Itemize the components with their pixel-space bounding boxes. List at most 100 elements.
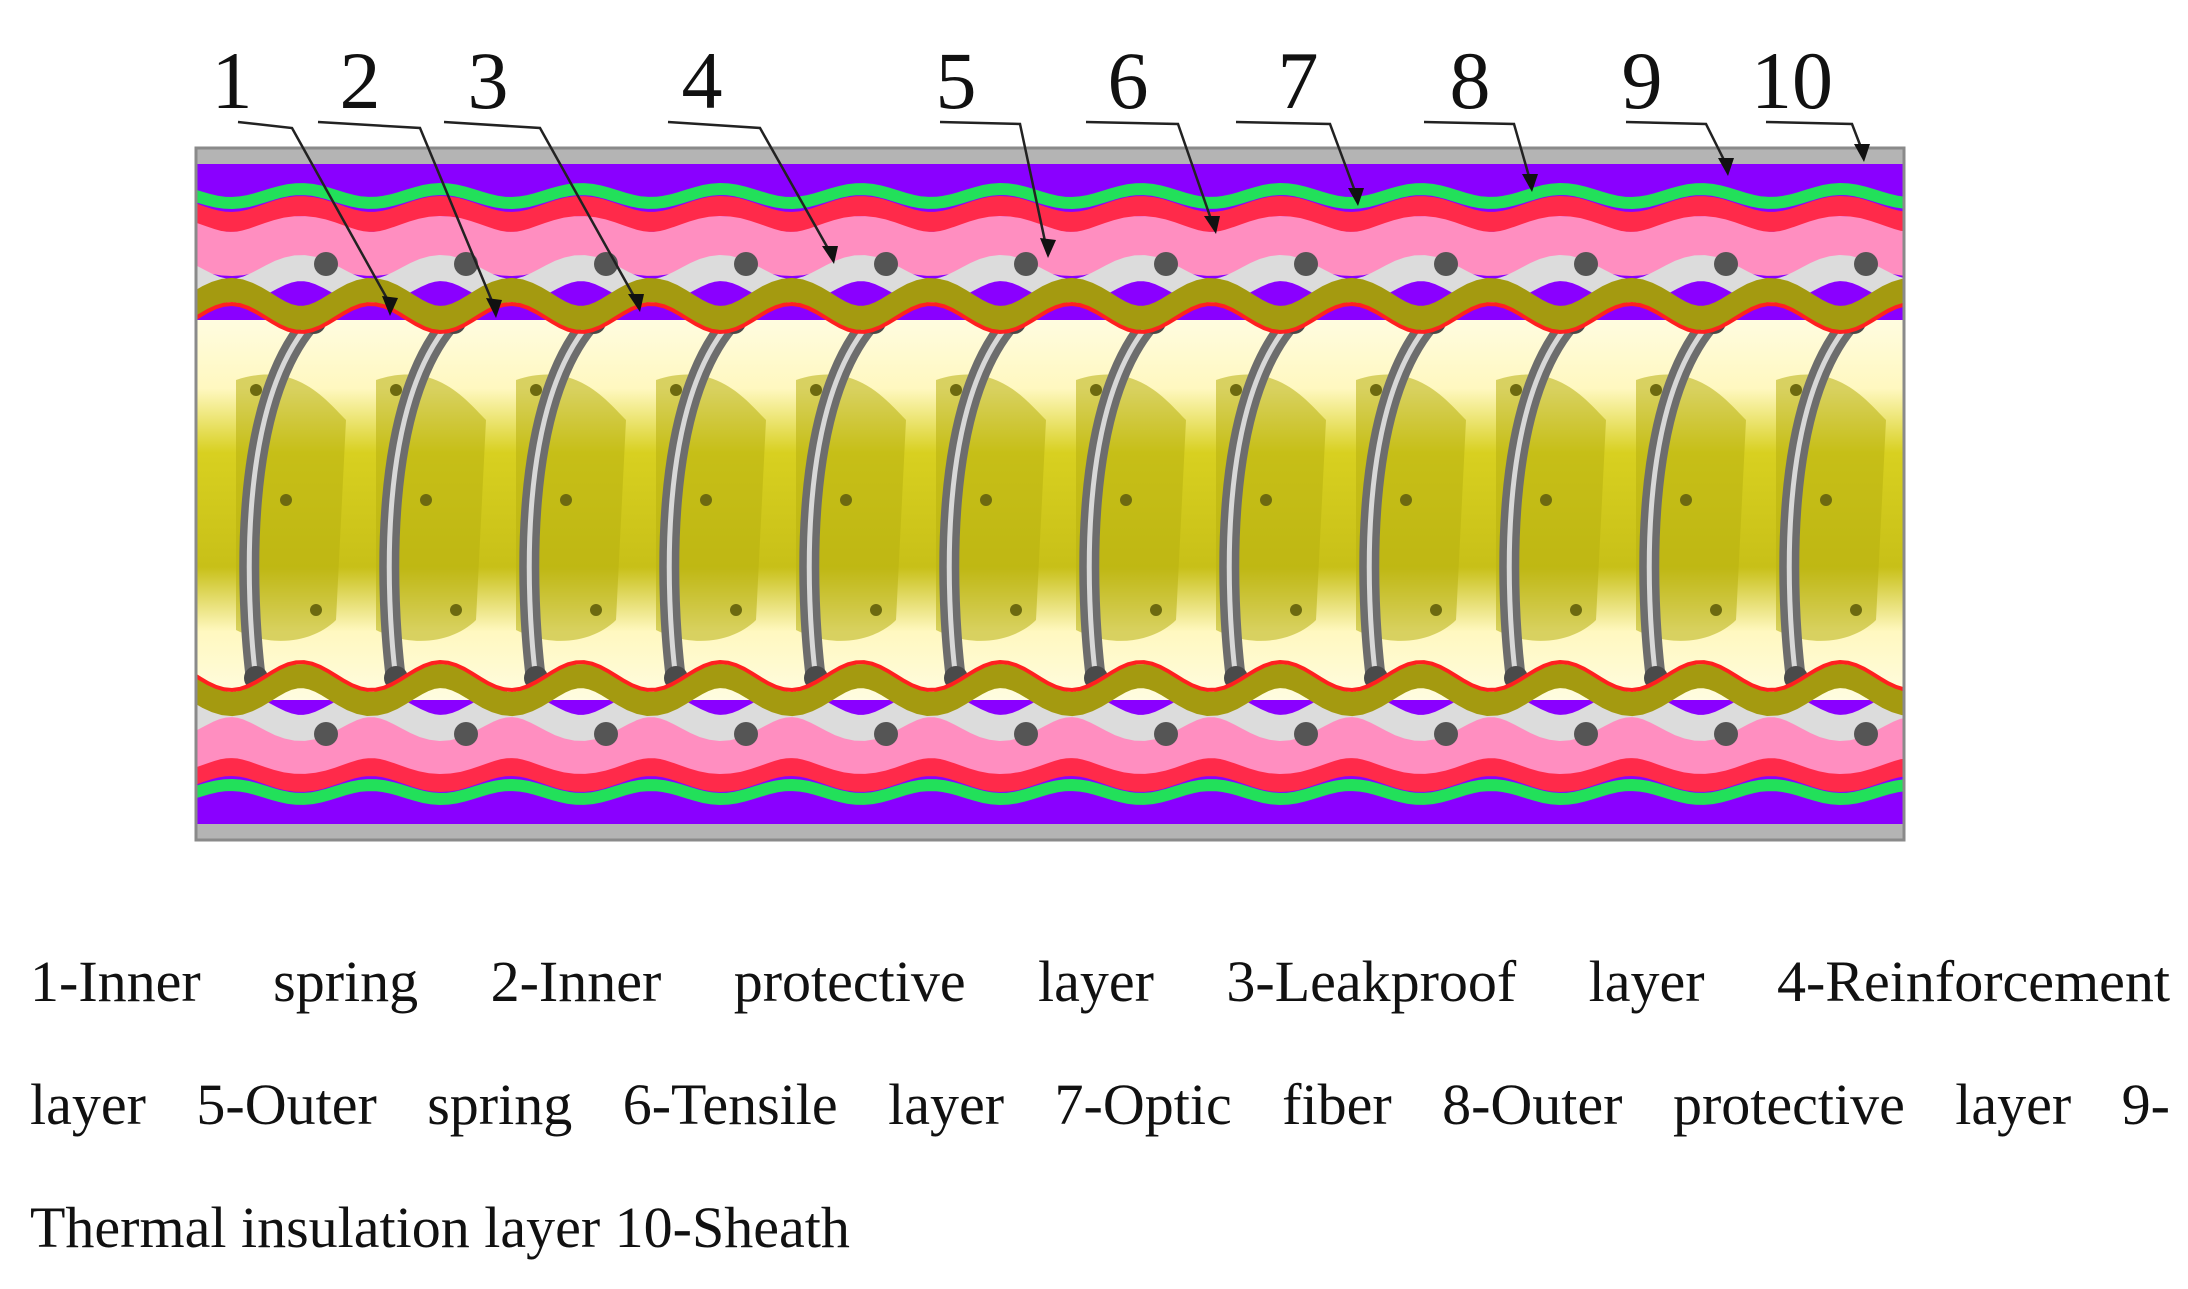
outer-spring-wire-bottom bbox=[734, 722, 758, 746]
core-dot bbox=[530, 384, 542, 396]
leader-line-9 bbox=[1625, 120, 1728, 165]
inner-spring-highlight bbox=[1646, 315, 1717, 683]
hose-cross-section-diagram: 1 2 3 4 5 6 7 bbox=[194, 35, 1994, 842]
leader-arrow-4 bbox=[822, 246, 838, 264]
callout-number-1: 1 bbox=[212, 35, 253, 126]
outer-spring-wire-bottom bbox=[1714, 722, 1738, 746]
leader-arrow-5 bbox=[1040, 238, 1056, 258]
inner-spring-highlight bbox=[526, 315, 597, 683]
core-dot bbox=[980, 494, 992, 506]
core-dot bbox=[1230, 384, 1242, 396]
core-dot bbox=[1790, 384, 1802, 396]
core-dot bbox=[590, 604, 602, 616]
core-dot bbox=[700, 494, 712, 506]
outer-spring-wire-top bbox=[594, 252, 618, 276]
outer-spring-wire-top bbox=[1854, 252, 1878, 276]
core-dot bbox=[950, 384, 962, 396]
core-dot bbox=[1290, 604, 1302, 616]
leader-line-8 bbox=[1423, 120, 1532, 181]
core-dot bbox=[870, 604, 882, 616]
leader-line-3 bbox=[443, 120, 638, 301]
callout-3: 3 bbox=[443, 35, 644, 312]
outer-protective-layer-bottom bbox=[196, 778, 1904, 806]
inner-spring-highlight bbox=[1086, 315, 1157, 683]
inner-spring-highlight bbox=[1366, 315, 1437, 683]
inner-spring-highlight bbox=[666, 315, 737, 683]
core-dot bbox=[1570, 604, 1582, 616]
leakproof-layer-bottom bbox=[196, 663, 1904, 717]
callout-number-10: 10 bbox=[1751, 35, 1833, 126]
callout-2: 2 bbox=[317, 35, 502, 318]
outer-spring-wire-top bbox=[454, 252, 478, 276]
callout-number-8: 8 bbox=[1450, 35, 1491, 126]
outer-spring-wire-bottom bbox=[1014, 722, 1038, 746]
core-dot bbox=[1680, 494, 1692, 506]
inner-spring-highlight bbox=[246, 315, 317, 683]
outer-protective-layer-top bbox=[196, 182, 1904, 210]
core-dot bbox=[810, 384, 822, 396]
core-dot bbox=[1650, 384, 1662, 396]
optic-fiber-layer-bottom bbox=[196, 755, 1904, 793]
leakproof-layer-top bbox=[196, 277, 1904, 331]
callout-7: 7 bbox=[1235, 35, 1364, 206]
core-dot bbox=[1370, 384, 1382, 396]
leader-line-10 bbox=[1765, 120, 1864, 151]
core-dot bbox=[730, 604, 742, 616]
optic-fiber-layer-top bbox=[196, 195, 1904, 233]
core-dot bbox=[1260, 494, 1272, 506]
core-dot bbox=[1010, 604, 1022, 616]
core-dot bbox=[1120, 494, 1132, 506]
outer-spring-wire-top bbox=[734, 252, 758, 276]
core-dot bbox=[390, 384, 402, 396]
leader-arrow-7 bbox=[1348, 188, 1364, 206]
core-dot bbox=[1400, 494, 1412, 506]
outer-spring-wire-bottom bbox=[874, 722, 898, 746]
callout-number-4: 4 bbox=[682, 35, 723, 126]
inner-spring-end-bottom bbox=[1924, 666, 1948, 690]
leader-arrow-1 bbox=[382, 296, 398, 316]
sheath-bottom bbox=[196, 824, 1904, 840]
callout-1: 1 bbox=[212, 35, 398, 316]
outer-spring-wire-top bbox=[1714, 252, 1738, 276]
core-dot bbox=[420, 494, 432, 506]
outer-spring-wire-bottom bbox=[314, 722, 338, 746]
core-dot bbox=[1850, 604, 1862, 616]
inner-layer-bands bbox=[196, 277, 1904, 717]
leader-line-7 bbox=[1235, 120, 1358, 195]
leader-line-5 bbox=[939, 120, 1048, 247]
callout-group: 1 2 3 4 5 6 7 bbox=[212, 35, 1870, 318]
sheath-top bbox=[196, 148, 1904, 164]
leader-arrow-8 bbox=[1522, 174, 1538, 192]
inner-spring-coil bbox=[1929, 318, 1994, 680]
leader-arrow-3 bbox=[628, 294, 644, 312]
outer-spring-wire-top bbox=[314, 252, 338, 276]
caption-line-2: layer 5-Outer spring 6-Tensile layer 7-O… bbox=[30, 1072, 2170, 1137]
caption-line-3: Thermal insulation layer 10-Sheath bbox=[30, 1195, 850, 1260]
inner-spring-highlight bbox=[946, 315, 1017, 683]
leader-line-4 bbox=[667, 120, 832, 253]
inner-spring-highlight bbox=[1226, 315, 1297, 683]
outer-spring-wire-bottom bbox=[1574, 722, 1598, 746]
callout-number-7: 7 bbox=[1278, 35, 1319, 126]
callout-number-9: 9 bbox=[1622, 35, 1663, 126]
outer-spring-wire-top bbox=[1294, 252, 1318, 276]
callout-number-2: 2 bbox=[340, 35, 381, 126]
core-dot bbox=[280, 494, 292, 506]
core-dot bbox=[250, 384, 262, 396]
leader-line-2 bbox=[317, 120, 496, 307]
leader-line-6 bbox=[1085, 120, 1214, 223]
core-dot bbox=[310, 604, 322, 616]
core-dot bbox=[1090, 384, 1102, 396]
figure-caption: 1-Inner spring 2-Inner protective layer … bbox=[30, 920, 2170, 1289]
core-dot bbox=[840, 494, 852, 506]
outer-spring-wire-bottom bbox=[1154, 722, 1178, 746]
callout-number-6: 6 bbox=[1108, 35, 1149, 126]
outer-spring-wire-top bbox=[1574, 252, 1598, 276]
core-dot bbox=[450, 604, 462, 616]
leader-arrow-6 bbox=[1204, 216, 1220, 234]
leader-arrow-9 bbox=[1718, 158, 1734, 176]
tensile-layer-bottom bbox=[196, 713, 1904, 775]
callout-10: 10 bbox=[1751, 35, 1870, 162]
outer-spring-wire-bottom bbox=[1854, 722, 1878, 746]
leader-arrow-10 bbox=[1854, 144, 1870, 162]
